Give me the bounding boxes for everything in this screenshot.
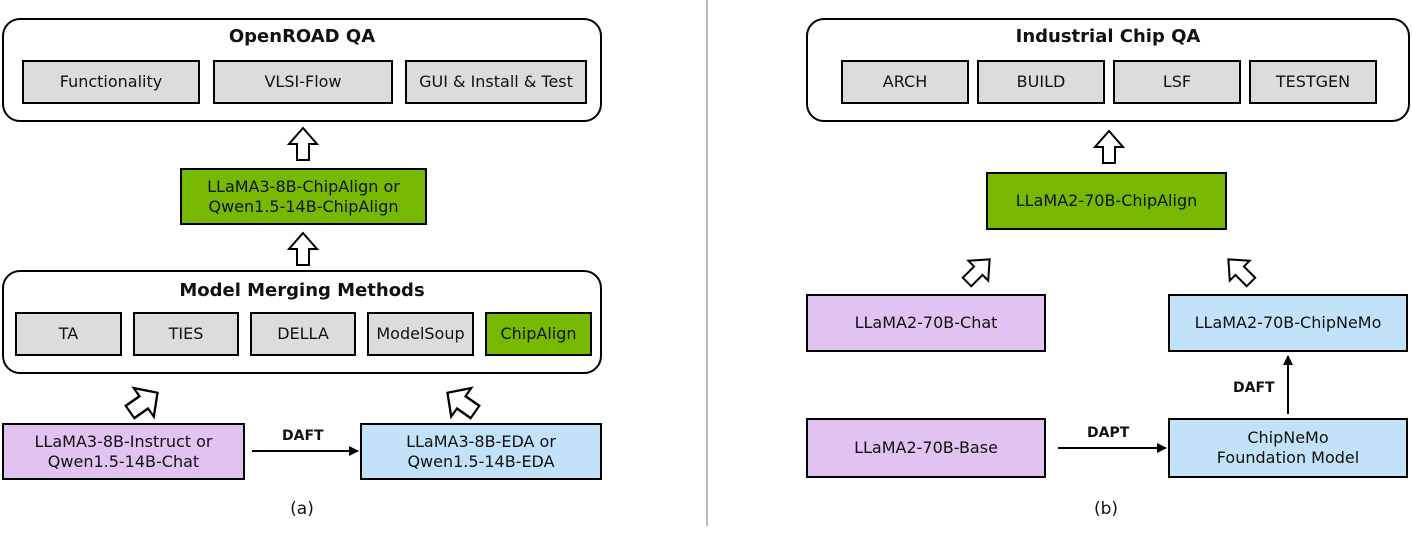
daft-label-a: DAFT: [282, 428, 324, 444]
eda-model-box: LLaMA3-8B-EDA or Qwen1.5-14B-EDA: [360, 423, 602, 480]
caption-a: (a): [290, 499, 314, 519]
method-modelsoup: ModelSoup: [367, 312, 474, 356]
arrow-eda-to-merging: [436, 377, 487, 428]
chat-model-box: LLaMA2-70B-Chat: [806, 294, 1046, 352]
arrow-merged-to-openroad: [288, 127, 318, 161]
model-merging-title: Model Merging Methods: [179, 280, 425, 301]
task-vlsi-flow: VLSI-Flow: [213, 60, 393, 104]
instruct-model-line2: Qwen1.5-14B-Chat: [47, 451, 200, 471]
method-della: DELLA: [250, 312, 356, 356]
openroad-qa-title: OpenROAD QA: [228, 26, 376, 47]
method-ta: TA: [15, 312, 122, 356]
task-build: BUILD: [977, 60, 1105, 104]
instruct-model-line1: LLaMA3-8B-Instruct or: [34, 431, 213, 451]
eda-model-line2: Qwen1.5-14B-EDA: [407, 451, 555, 471]
task-testgen: TESTGEN: [1249, 60, 1377, 104]
foundation-model-line2: Foundation Model: [1216, 448, 1360, 467]
method-ties: TIES: [133, 312, 239, 356]
method-chipalign: ChipAlign: [485, 312, 592, 356]
arrow-chat-to-chipalign: [956, 248, 1001, 293]
dapt-label: DAPT: [1087, 425, 1130, 441]
instruct-model-box: LLaMA3-8B-Instruct or Qwen1.5-14B-Chat: [2, 423, 245, 480]
industrial-chip-qa-title: Industrial Chip QA: [1015, 26, 1201, 47]
eda-model-line1: LLaMA3-8B-EDA or: [406, 431, 556, 451]
task-arch: ARCH: [841, 60, 969, 104]
arrow-chipnemo-to-chipalign: [1217, 248, 1262, 293]
chipalign-model-box: LLaMA2-70B-ChipAlign: [986, 172, 1227, 230]
merged-model-box: LLaMA3-8B-ChipAlign or Qwen1.5-14B-ChipA…: [180, 168, 427, 225]
daft-label-b: DAFT: [1233, 380, 1275, 396]
foundation-model-box: ChipNeMo Foundation Model: [1168, 418, 1408, 478]
merged-model-line1: LLaMA3-8B-ChipAlign or: [207, 176, 400, 196]
arrow-instruct-to-merging: [118, 377, 169, 428]
foundation-model-line1: ChipNeMo: [1247, 428, 1329, 447]
arrow-chipalign-to-industrial: [1094, 130, 1124, 164]
arrow-merging-to-merged: [288, 232, 318, 266]
task-gui-install-test: GUI & Install & Test: [405, 60, 587, 104]
task-functionality: Functionality: [22, 60, 200, 104]
caption-b: (b): [1093, 499, 1119, 519]
base-model-box: LLaMA2-70B-Base: [806, 418, 1046, 478]
merged-model-line2: Qwen1.5-14B-ChipAlign: [208, 196, 399, 216]
panel-divider: [706, 0, 708, 526]
task-lsf: LSF: [1113, 60, 1241, 104]
chipnemo-model-box: LLaMA2-70B-ChipNeMo: [1168, 294, 1408, 352]
